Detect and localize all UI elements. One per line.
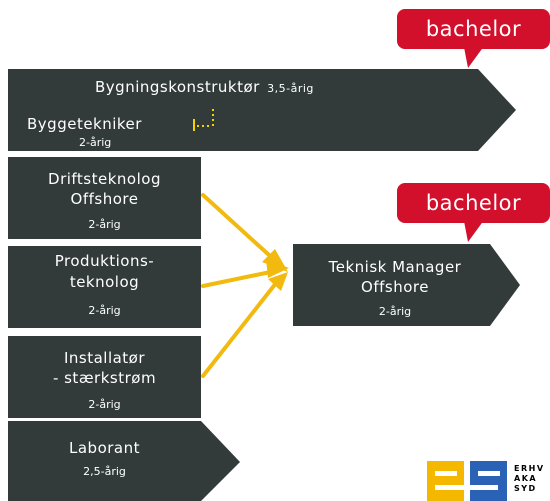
bachelor-badge-middle: bachelor <box>397 183 550 223</box>
bachelor-badge-top: bachelor <box>397 9 550 49</box>
logo-text-line3: SYD <box>514 484 537 493</box>
produktionsteknolog-name-line2: teknolog <box>69 273 140 291</box>
teknisk-manager-duration: 2-årig <box>378 305 412 318</box>
bygningskonstruktor-label: Bygningskonstruktør 3,5-årig <box>95 78 314 96</box>
installator-name-line2: - stærkstrøm <box>52 369 157 387</box>
bygningskonstruktor-name: Bygningskonstruktør <box>95 78 260 96</box>
teknisk-manager-box <box>293 244 520 326</box>
driftsteknolog-name-line1: Driftsteknolog <box>48 170 161 188</box>
laborant-name: Laborant <box>69 439 140 457</box>
byggetekniker-name: Byggetekniker <box>27 115 142 133</box>
bygningskonstruktor-box <box>8 69 516 151</box>
driftsteknolog-box <box>8 157 201 239</box>
installator-box <box>8 336 201 418</box>
logo-text: ERHV AKA SYD <box>514 464 545 494</box>
dotted-connector <box>193 108 214 131</box>
produktionsteknolog-name-line1: Produktions- <box>54 252 155 270</box>
laborant-box <box>8 421 240 501</box>
arrows-to-manager <box>201 193 282 378</box>
installator-name-line1: Installatør <box>63 349 146 367</box>
logo-text-line1: ERHV <box>514 464 545 473</box>
logo-mark <box>427 461 507 501</box>
laborant-duration: 2,5-årig <box>83 465 126 478</box>
produktionsteknolog-box <box>8 246 201 328</box>
produktionsteknolog-duration: 2-årig <box>88 304 121 317</box>
logo-text-line2: AKA <box>514 474 538 483</box>
driftsteknolog-duration: 2-årig <box>88 218 121 231</box>
teknisk-manager-name-line1: Teknisk Manager <box>328 258 462 276</box>
teknisk-manager-name-line2: Offshore <box>361 278 429 296</box>
byggetekniker-duration: 2-årig <box>79 136 112 149</box>
driftsteknolog-name-line2: Offshore <box>70 190 139 208</box>
installator-duration: 2-årig <box>88 398 121 411</box>
arrowheads <box>262 249 289 291</box>
bygningskonstruktor-duration: 3,5-årig <box>267 82 314 95</box>
